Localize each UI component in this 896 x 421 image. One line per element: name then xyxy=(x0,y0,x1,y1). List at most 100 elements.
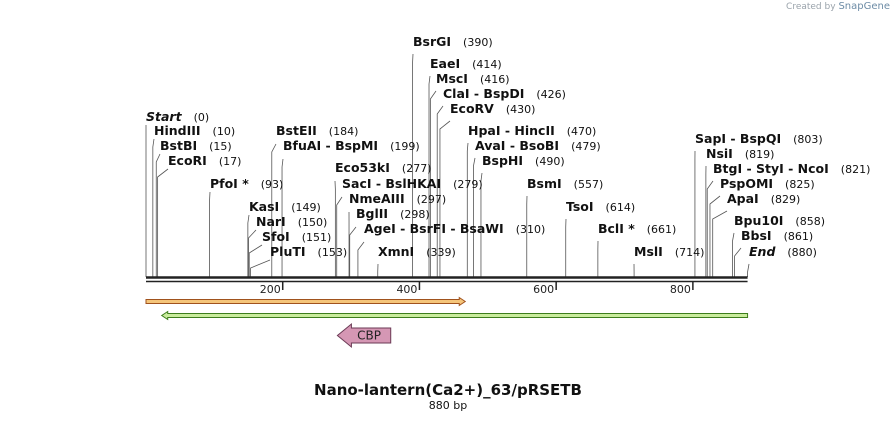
enzyme-name: HpaI - HincII xyxy=(468,123,555,138)
site-position: (479) xyxy=(571,140,601,153)
site-position: (803) xyxy=(793,133,823,146)
enzyme-name: Bpu10I xyxy=(734,213,783,228)
site-position: (297) xyxy=(417,193,447,206)
site-label[interactable]: HpaI - HincII(470) xyxy=(468,123,596,138)
site-label[interactable]: BsmI(557) xyxy=(527,176,603,191)
site-position: (557) xyxy=(574,178,604,191)
enzyme-name: PluTI xyxy=(270,244,306,259)
site-line xyxy=(436,105,444,277)
site-label[interactable]: BsrGI(390) xyxy=(413,34,493,49)
features: CBP xyxy=(145,296,749,349)
site-position: (821) xyxy=(841,163,871,176)
site-label[interactable]: BbsI(861) xyxy=(741,228,813,243)
site-position: (490) xyxy=(535,155,565,168)
site-label[interactable]: Eco53kI(277) xyxy=(335,160,432,175)
site-line xyxy=(428,75,431,277)
site-position: (279) xyxy=(453,178,483,191)
site-position: (298) xyxy=(400,208,430,221)
enzyme-name: NmeAIII xyxy=(349,191,405,206)
enzyme-name: HindIII xyxy=(154,123,201,138)
site-label[interactable]: XmnI (339) xyxy=(378,244,456,259)
cbp-feature-arrow[interactable] xyxy=(336,322,392,349)
site-label[interactable]: NarI(150) xyxy=(256,214,327,229)
enzyme-name: KasI xyxy=(249,199,279,214)
site-line xyxy=(712,210,728,277)
site-position: (153) xyxy=(318,246,348,259)
site-line xyxy=(152,138,155,277)
site-label[interactable]: BfuAI - BspMI (199) xyxy=(283,138,420,153)
enzyme-name: BfuAI - BspMI xyxy=(283,138,378,153)
site-label[interactable]: SfoI(151) xyxy=(262,229,331,244)
site-label[interactable]: SacI - BslHKAI(279) xyxy=(342,176,483,191)
site-label[interactable]: PluTI (153) xyxy=(270,244,347,259)
site-label[interactable]: EcoRV(430) xyxy=(450,101,535,116)
site-label[interactable]: BtgI - StyI - NcoI (821) xyxy=(713,161,870,176)
site-position: (151) xyxy=(302,231,332,244)
site-label[interactable]: ApaI(829) xyxy=(727,191,800,206)
site-position: (661) xyxy=(647,223,677,236)
site-label[interactable]: BstEII(184) xyxy=(276,123,358,138)
site-line xyxy=(429,90,437,277)
site-label[interactable]: PfoI *(93) xyxy=(210,176,283,191)
site-label[interactable]: BstBI(15) xyxy=(160,138,232,153)
site-line xyxy=(271,143,277,277)
site-line xyxy=(248,229,257,277)
site-position: (199) xyxy=(390,140,420,153)
site-line xyxy=(480,172,483,277)
site-label[interactable]: PspOMI(825) xyxy=(720,176,815,191)
site-position: (426) xyxy=(536,88,566,101)
site-label[interactable]: NmeAIII (297) xyxy=(349,191,446,206)
site-label[interactable]: Start(0) xyxy=(146,109,209,124)
enzyme-name: MscI xyxy=(436,71,468,86)
site-label[interactable]: MslI(714) xyxy=(634,244,704,259)
site-position: (390) xyxy=(463,36,493,49)
site-label[interactable]: AgeI - BsrFI - BsaWI(310) xyxy=(364,221,545,236)
enzyme-name: XmnI xyxy=(378,244,414,259)
site-position: (0) xyxy=(194,111,210,124)
site-label[interactable]: SapI - BspQI(803) xyxy=(695,131,823,146)
site-position: (829) xyxy=(771,193,801,206)
feature-arrow[interactable] xyxy=(160,310,749,321)
site-label[interactable]: ClaI - BspDI (426) xyxy=(443,86,566,101)
site-label[interactable]: AvaI - BsoBI(479) xyxy=(475,138,601,153)
enzyme-name: BclI * xyxy=(598,221,635,236)
site-position: (819) xyxy=(745,148,775,161)
enzyme-name: BtgI - StyI - NcoI xyxy=(713,161,829,176)
snapgene-watermark: Created by SnapGene xyxy=(786,1,890,12)
site-label[interactable]: KasI(149) xyxy=(249,199,321,214)
site-line xyxy=(336,196,343,277)
site-position: (414) xyxy=(472,58,502,71)
enzyme-name: TsoI xyxy=(566,199,594,214)
site-position: (339) xyxy=(426,246,456,259)
enzyme-name: MslI xyxy=(634,244,663,259)
site-label[interactable]: NsiI(819) xyxy=(706,146,774,161)
site-lines xyxy=(145,53,750,277)
snapgene-logo: SnapGene xyxy=(838,1,890,12)
enzyme-name: Eco53kI xyxy=(335,160,390,175)
site-label[interactable]: BclI * (661) xyxy=(598,221,676,236)
tick-label: 800 xyxy=(670,283,691,296)
site-label[interactable]: End(880) xyxy=(749,244,817,259)
site-label[interactable]: MscI(416) xyxy=(436,71,510,86)
site-label[interactable]: EaeI(414) xyxy=(430,56,502,71)
feature-arrow[interactable] xyxy=(145,296,467,307)
enzyme-name: BstEII xyxy=(276,123,317,138)
enzyme-name: ClaI - BspDI xyxy=(443,86,524,101)
site-line xyxy=(732,232,735,277)
enzyme-name: EcoRV xyxy=(450,101,494,116)
site-label[interactable]: TsoI(614) xyxy=(566,199,635,214)
site-label[interactable]: BspHI(490) xyxy=(482,153,565,168)
site-label[interactable]: BglII(298) xyxy=(356,206,430,221)
site-position: (310) xyxy=(516,223,546,236)
site-label[interactable]: EcoRI(17) xyxy=(168,153,241,168)
site-position: (17) xyxy=(219,155,242,168)
enzyme-name: BbsI xyxy=(741,228,772,243)
site-line xyxy=(734,247,742,277)
site-position: (93) xyxy=(261,178,284,191)
site-label[interactable]: Bpu10I(858) xyxy=(734,213,825,228)
site-label[interactable]: HindIII(10) xyxy=(154,123,235,138)
site-line xyxy=(466,142,469,277)
site-line xyxy=(155,153,161,277)
